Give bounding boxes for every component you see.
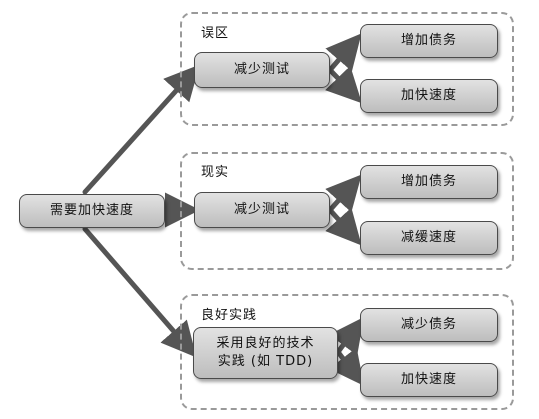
reality-outcome-2: 减缓速度 — [360, 221, 498, 255]
arrow-practice-to-outcome-1 — [329, 316, 364, 356]
arrow-myth-to-outcome-2 — [325, 65, 362, 104]
arrow-myth-to-outcome-1 — [325, 33, 362, 73]
group-good-practice-label: 良好实践 — [201, 308, 258, 323]
arrow-practice-to-outcome-2 — [328, 347, 365, 386]
reality-outcome-1: 增加债务 — [360, 165, 498, 199]
arrow-reality-to-outcome-2 — [325, 207, 362, 246]
arrow-reality-to-outcome-1 — [325, 174, 362, 213]
group-reality — [180, 152, 514, 270]
group-myth — [180, 12, 514, 126]
group-reality-label: 现实 — [201, 165, 230, 180]
practice-middle-node: 采用良好的技术 实践 (如 TDD) — [193, 327, 338, 379]
myth-middle-node: 减少测试 — [194, 52, 330, 88]
group-myth-label: 误区 — [201, 26, 230, 41]
reality-middle-node: 减少测试 — [194, 192, 330, 228]
root-node: 需要加快速度 — [19, 194, 165, 228]
myth-outcome-1: 增加债务 — [360, 24, 498, 58]
practice-outcome-2: 加快速度 — [360, 363, 498, 397]
group-good-practice — [180, 294, 514, 410]
practice-outcome-1: 减少债务 — [360, 308, 498, 342]
arrow-root-to-practice — [82, 226, 197, 358]
arrow-root-to-myth — [82, 64, 200, 195]
myth-outcome-2: 加快速度 — [360, 79, 498, 113]
